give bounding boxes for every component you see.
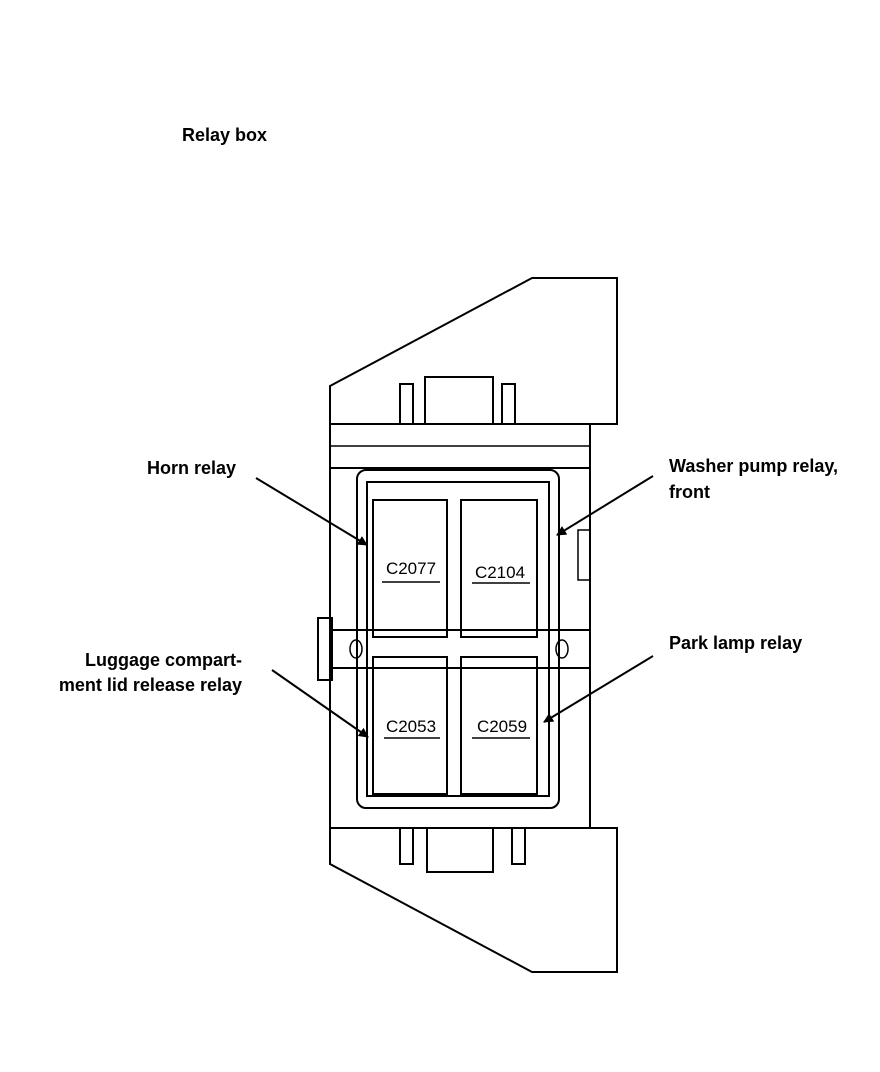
relay-c2104: C2104 [460,499,538,638]
relay-c2053: C2053 [372,656,448,795]
relay-c2077: C2077 [372,499,448,638]
relay-c2059: C2059 [460,656,538,795]
relay-carrier [356,469,560,809]
label-line: Washer pump relay, [669,456,838,476]
label-horn-relay: Horn relay [147,458,236,478]
label-luggage-relay: Luggage compart- ment lid release relay [59,650,242,695]
label-washer-pump-relay: Washer pump relay, front [669,456,838,502]
relay-code: C2077 [386,559,436,578]
label-line: front [669,482,710,502]
label-line: Luggage compart- [85,650,242,670]
arrow-horn-relay [255,477,368,546]
relay-code: C2059 [477,717,527,736]
relay-code: C2053 [386,717,436,736]
lower-housing [329,827,618,973]
label-line: ment lid release relay [59,675,242,695]
relay-code: C2104 [475,563,525,582]
label-park-lamp-relay: Park lamp relay [669,633,802,653]
arrow-luggage-relay [271,669,369,738]
upper-housing [329,277,618,469]
relay-carrier-inner [366,481,550,797]
arrow-washer-pump-relay [556,475,654,536]
diagram-title: Relay box [182,125,267,145]
arrow-park-lamp-relay [543,655,654,723]
